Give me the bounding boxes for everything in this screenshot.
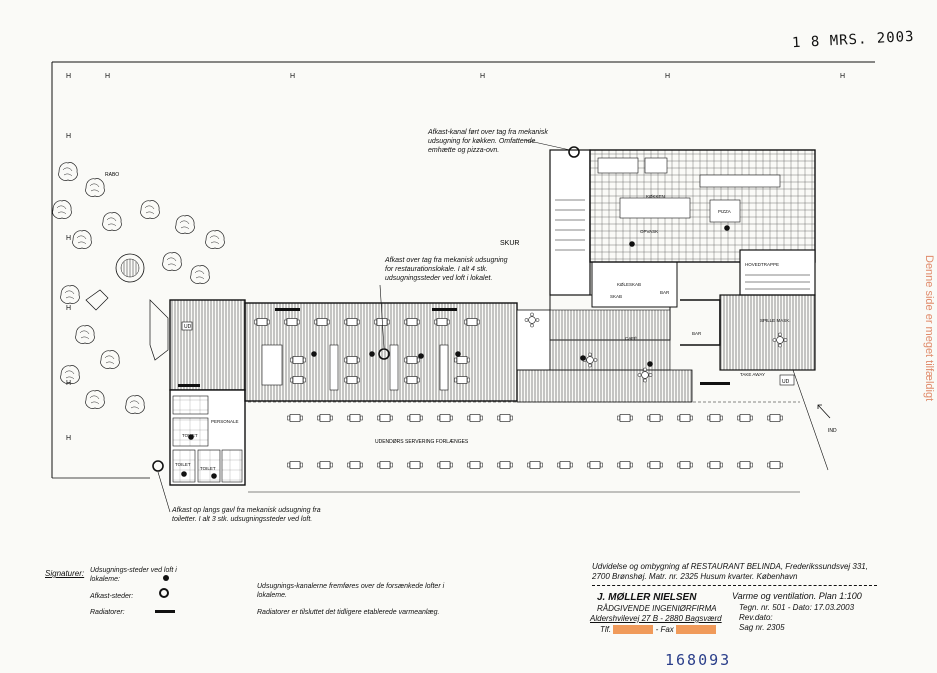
tlf-label: Tlf. [600,625,612,634]
left-wing: UD PERSONALE TOILET TOILET TOILET [149,299,246,486]
room-ud-left: UD [184,324,192,330]
entrance-label: IND [828,428,837,434]
legend: Signaturer: Udsugnings-steder ved loft i… [45,566,565,626]
room-cafe: CAFÉ [625,335,637,341]
svg-text:H: H [66,133,71,140]
legend-label-radiator: Radiatorer: [90,609,125,616]
garden: RABO [52,162,225,414]
firm-phone: Tlf. - Fax [600,625,717,635]
room-koleskab: KØLESKAB [617,282,641,287]
room-take-away: TAKE AWAY [740,372,765,377]
room-rabo: RABO [105,172,119,178]
cafe-area: CAFÉ KØLESKAB BAR SKAB BAR [516,261,721,403]
svg-text:H: H [665,73,670,80]
exhaust-point [181,471,187,477]
room-hovedtrappe: HOVEDTRAPPE [745,262,779,267]
legend-label-exhaust: Udsugnings-steder ved loft i lokaleme: [90,567,177,583]
room-toilet-2: TOILET [175,462,191,467]
legend-bar-symbol [155,610,175,613]
legend-dot-symbol [163,575,169,581]
dining-room [244,302,551,402]
firm-name: J. MØLLER NIELSEN [597,592,697,603]
room-bar: BAR [660,290,670,295]
svg-text:H: H [480,73,485,80]
revision-date: Rev.dato: [739,613,773,622]
legend-title: Signaturer: [45,569,85,578]
room-spillemask: SPILLE MASK. [760,318,791,323]
annotation-restaurant-vent: Afkast over tag fra mekanisk udsugning f… [385,257,508,282]
firm-subtitle: RÅDGIVENDE INGENIØRFIRMA [597,604,717,613]
redacted-fax [676,625,717,635]
case-number: Sag nr. 2305 [739,623,785,632]
outdoor-label: UDENDØRS SERVERING FORLÆNGES [375,439,469,445]
annotation-toilet-vent: Afkast op langs gavl fra mekanisk udsugn… [172,507,321,523]
room-personale: PERSONALE [211,419,239,424]
handwritten-number: 168093 [665,651,732,669]
svg-text:H: H [290,73,295,80]
radiator [178,384,200,387]
svg-text:H: H [66,235,71,242]
svg-text:H: H [105,73,110,80]
firm-address: Aldershvilevej 27 B - 2880 Bagsværd [590,614,722,623]
skur-label: SKUR [500,240,519,247]
legend-circle-symbol [159,588,169,598]
room-opvask: OPVASK [640,229,658,234]
room-skab: SKAB [610,294,622,299]
title-block: Udvidelse og ombygning af RESTAURANT BEL… [590,562,892,637]
svg-text:H: H [66,73,71,80]
project-line-1: Udvidelse og ombygning af RESTAURANT BEL… [592,562,868,571]
exhaust-point [211,473,217,479]
kitchen: KØKKEN OPVASK PIZZA HOVEDTRAPPE SPILLE M… [549,146,837,471]
legend-note-ducts: Udsugnings-kanalerne fremføres over de f… [257,583,445,599]
svg-text:H: H [66,435,71,442]
room-ud-right: UD [782,379,790,385]
outlet-point [152,460,164,472]
room-kokken: KØKKEN [646,194,665,199]
svg-text:H: H [66,305,71,312]
drawing-number-date: Tegn. nr. 501 - Dato: 17.03.2003 [739,603,855,612]
drawing-title: Varme og ventilation. Plan 1:100 [732,591,862,601]
side-note: Denne side er meget tilfældigt [923,255,935,402]
svg-text:H: H [840,73,845,80]
redacted-phone [613,625,654,635]
fax-label: - Fax [655,625,674,634]
annotation-kitchen-vent: Afkast-kanal ført over tag fra mekanisk … [428,129,548,154]
room-toilet-3: TOILET [200,466,216,471]
svg-text:BAR: BAR [692,331,702,336]
exhaust-point [188,434,194,440]
legend-note-radiators: Radiatorer er tilsluttet det tidligere e… [257,609,440,616]
outdoor-seating: UDENDØRS SERVERING FORLÆNGES [248,401,800,493]
project-line-2: 2700 Brønshøj. Matr. nr. 2325 Husum kvar… [592,572,798,581]
room-pizza: PIZZA [718,209,731,214]
legend-label-outlet: Afkast-steder: [90,593,134,600]
